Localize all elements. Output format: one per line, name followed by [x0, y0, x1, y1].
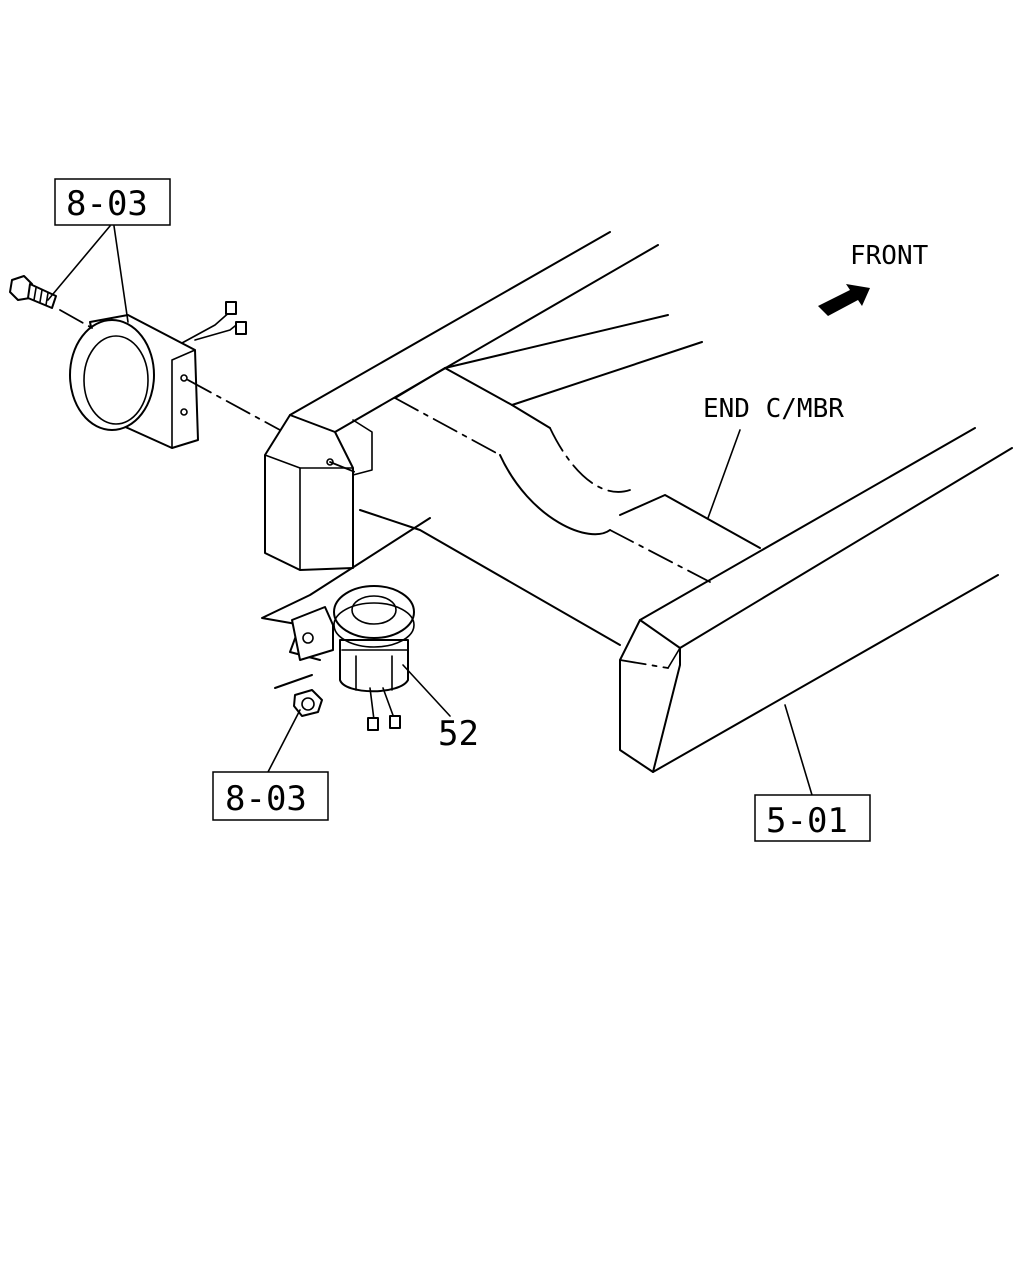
lamp-assembly [69, 301, 247, 449]
ref-box-bottom-8-03[interactable]: 8-03 [212, 771, 329, 821]
hex-nut [293, 689, 323, 717]
ref-bottom-text: 8-03 [225, 779, 307, 819]
alignment-lines [59, 309, 356, 473]
ref-box-top-8-03[interactable]: 8-03 [54, 178, 171, 226]
ref-top-text: 8-03 [66, 184, 148, 224]
ref-frame-text: 5-01 [766, 801, 848, 841]
frame-near-rail [619, 427, 1013, 773]
end-cross-member-label: END C/MBR [703, 394, 844, 424]
part-52-horn [291, 585, 415, 731]
frame-far-rail [264, 231, 659, 571]
front-direction-arrow-icon [818, 284, 870, 316]
front-label: FRONT [850, 241, 929, 271]
end-cross-member [359, 314, 761, 646]
leader-lines [47, 225, 813, 796]
bolt [9, 275, 57, 309]
part-52-label: 52 [438, 714, 479, 754]
ref-box-5-01[interactable]: 5-01 [754, 794, 871, 842]
